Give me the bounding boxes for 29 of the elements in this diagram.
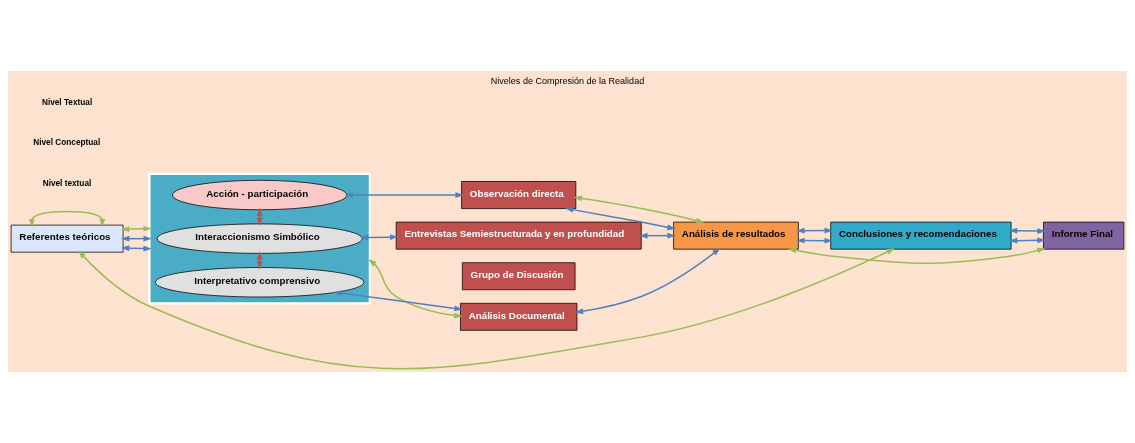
arrow — [574, 248, 721, 315]
arrow — [333, 290, 463, 312]
node-box: Análisis Documental — [460, 302, 578, 331]
diagram-title: Niveles de Compresión de la Realidad — [490, 76, 645, 87]
arrow — [787, 247, 1046, 264]
arrow — [121, 225, 152, 232]
arrow — [1009, 237, 1046, 244]
node-box: Entrevistas Semiestructurada y en profundidad — [395, 221, 642, 250]
node-box: Conclusiones y recomendaciones — [830, 221, 1012, 250]
label: Nivel textual — [42, 178, 92, 188]
arrow — [796, 227, 833, 234]
node-ellipse: Acción - participación — [172, 179, 348, 211]
arrow — [368, 259, 463, 319]
arrow — [565, 206, 676, 231]
node-box: Observación directa — [461, 181, 577, 209]
label: Nivel Conceptual — [33, 138, 101, 148]
arrow — [359, 234, 399, 241]
node-box: Informe Final — [1043, 221, 1125, 250]
node-box: Referentes teóricos — [10, 224, 124, 253]
node-box: Grupo de Discusión — [461, 262, 576, 291]
arrow — [28, 210, 106, 228]
node-box: Análisis de resultados — [673, 221, 799, 250]
arrow — [639, 232, 676, 239]
arrow — [796, 237, 833, 244]
arrow — [573, 195, 705, 224]
arrow — [1009, 227, 1046, 234]
node-ellipse: Interaccionismo Simbólico — [156, 223, 363, 254]
label: Nivel Textual — [41, 97, 93, 107]
arrow — [344, 192, 464, 198]
